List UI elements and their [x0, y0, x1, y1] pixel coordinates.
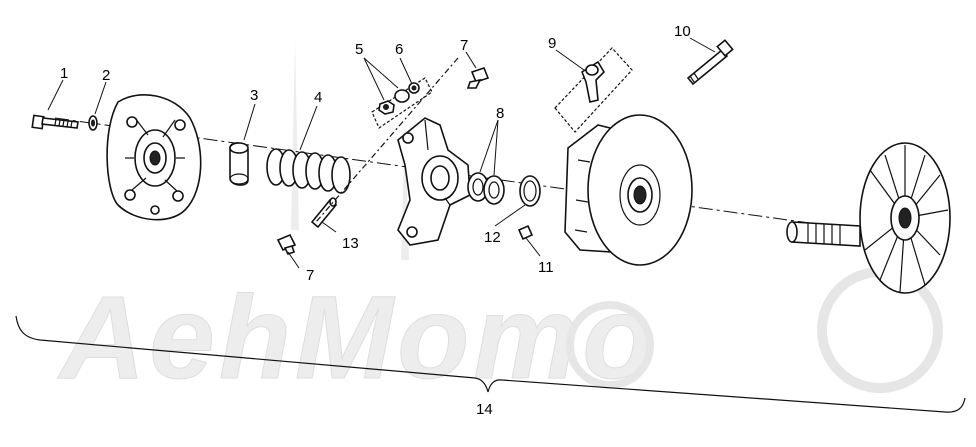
- callout-6: 6: [395, 41, 403, 58]
- watermark-spire-icon: [291, 40, 299, 230]
- callout-11: 11: [538, 259, 554, 276]
- part-10-bolt: [686, 39, 734, 86]
- callout-7-top: 7: [460, 37, 468, 54]
- callout-14: 14: [476, 401, 493, 418]
- callout-4: 4: [314, 89, 322, 106]
- part-cover-plate: [106, 94, 202, 221]
- part-shaft-fan: [786, 142, 951, 294]
- callout-9: 9: [548, 35, 556, 52]
- part-8-bushings: [467, 172, 505, 205]
- watermark-wheel-icon: [566, 301, 654, 389]
- callout-2: 2: [102, 67, 110, 84]
- part-5-6-inset: [371, 77, 433, 129]
- assembly-brace: [15, 315, 966, 413]
- part-sheave: [564, 114, 693, 266]
- callout-labels: 1 2 3 4 5 6 7 8 9 10 13 7 12 11 14: [60, 23, 691, 418]
- callout-10: 10: [674, 23, 691, 40]
- part-9-inset: [554, 47, 633, 133]
- watermark: AehMomo: [57, 40, 943, 405]
- callout-3: 3: [250, 87, 258, 104]
- part-2-washer: [88, 115, 98, 131]
- callout-13: 13: [342, 235, 359, 252]
- callout-5: 5: [355, 41, 363, 58]
- callout-7-bottom: 7: [306, 267, 314, 284]
- part-3-ring: [229, 142, 249, 186]
- callout-8: 8: [496, 105, 504, 122]
- callout-12: 12: [484, 229, 501, 246]
- part-7-screw-bottom: [276, 233, 297, 255]
- leader-lines: [47, 37, 716, 269]
- part-7-screw-top: [466, 67, 490, 89]
- part-12-ring: [519, 175, 541, 207]
- part-11-screw: [517, 224, 534, 241]
- part-spider-bracket: [397, 117, 471, 246]
- callout-1: 1: [60, 65, 68, 82]
- part-1-bolt: [31, 114, 79, 130]
- watermark-text: AehMomo: [57, 272, 658, 404]
- part-4-spring: [266, 148, 351, 194]
